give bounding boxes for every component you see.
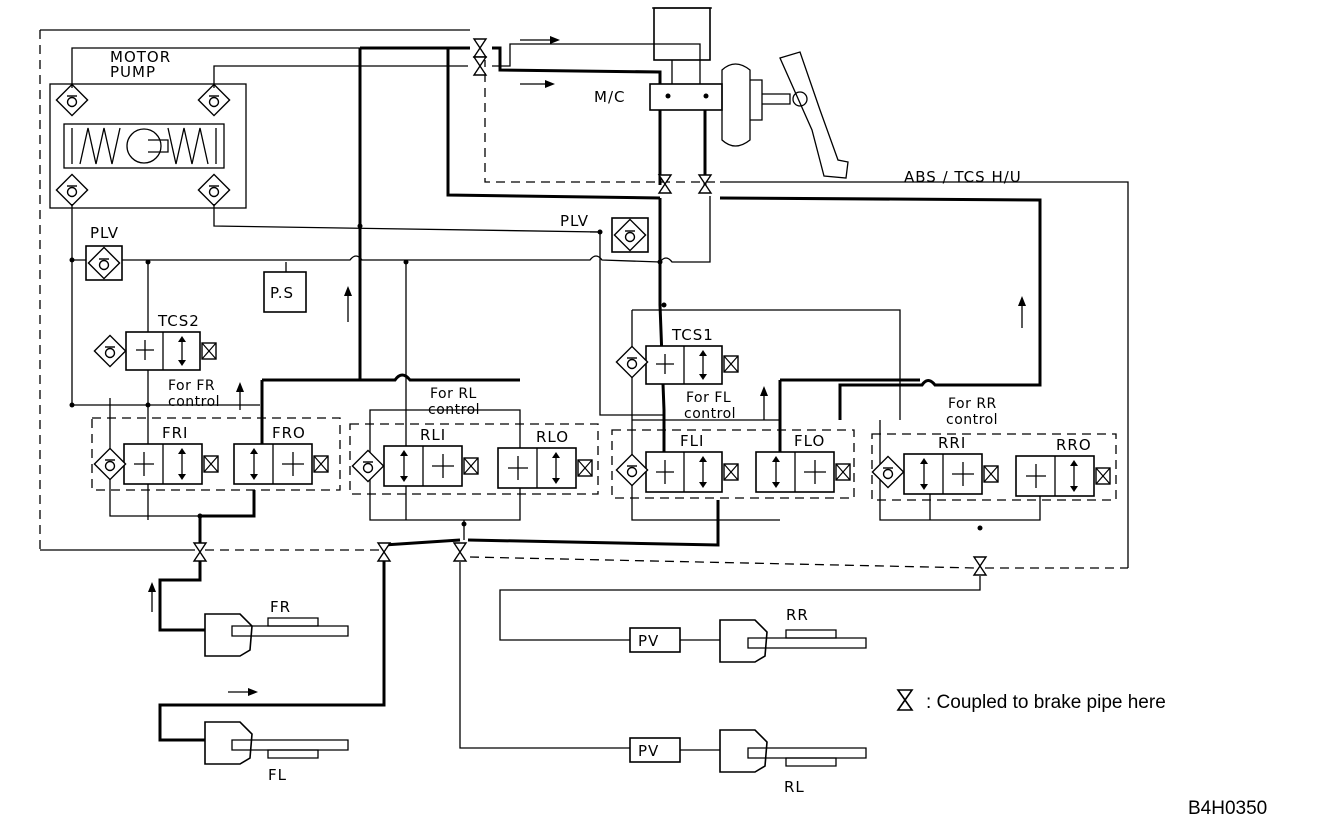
plv-left: PLV bbox=[85, 224, 123, 281]
rli-label: RLI bbox=[420, 426, 446, 444]
tcs1-valve: TCS1 bbox=[615, 326, 739, 385]
pv-rr-label: PV bbox=[638, 632, 659, 650]
flo-label: FLO bbox=[794, 432, 825, 450]
rro-valve: RRO bbox=[1015, 436, 1111, 497]
for-fl-label-2: control bbox=[684, 406, 736, 422]
plv-left-label: PLV bbox=[90, 224, 119, 242]
wheel-fr-label: FR bbox=[270, 598, 291, 616]
wheel-rr-label: RR bbox=[786, 606, 809, 624]
caliper-fl: FL bbox=[204, 721, 349, 784]
fli-label: FLI bbox=[680, 432, 704, 450]
hu-outline bbox=[39, 29, 1129, 569]
plv-right-label: PLV bbox=[560, 212, 589, 230]
fro-label: FRO bbox=[272, 424, 306, 442]
pv-rr: PV bbox=[629, 627, 720, 653]
mc-label: M/C bbox=[594, 88, 625, 106]
rri-valve: RRI bbox=[871, 434, 999, 495]
motor-pump: MOTOR PUMP bbox=[49, 48, 247, 209]
flo-valve: FLO bbox=[755, 432, 851, 493]
wheel-rl-label: RL bbox=[784, 778, 805, 796]
caliper-rr: RR bbox=[719, 606, 867, 663]
rlo-label: RLO bbox=[536, 428, 569, 446]
motor-pump-label-1: MOTOR bbox=[110, 48, 171, 66]
pressure-switch: P.S bbox=[263, 262, 307, 313]
rlo-valve: RLO bbox=[497, 428, 593, 489]
tcs1-label: TCS1 bbox=[671, 326, 714, 344]
master-cylinder-assembly: M/C bbox=[594, 7, 849, 179]
caliper-fr: FR bbox=[204, 598, 349, 657]
rro-label: RRO bbox=[1056, 436, 1092, 454]
for-rl-label-1: For RL bbox=[430, 386, 477, 402]
pv-rl: PV bbox=[629, 737, 720, 763]
for-rr-label-2: control bbox=[946, 412, 998, 428]
ps-label: P.S bbox=[270, 284, 294, 302]
fri-valve: FRI bbox=[93, 424, 219, 485]
wheel-fl-label: FL bbox=[268, 766, 287, 784]
for-fl-label-1: For FL bbox=[686, 390, 731, 406]
pv-rl-label: PV bbox=[638, 742, 659, 760]
for-rl-label-2: control bbox=[428, 402, 480, 418]
hu-label: ABS / TCS H/U bbox=[904, 168, 1022, 186]
caliper-rl: RL bbox=[719, 729, 867, 796]
tcs2-label: TCS2 bbox=[157, 312, 200, 330]
fri-label: FRI bbox=[162, 424, 188, 442]
legend-text: : Coupled to brake pipe here bbox=[926, 692, 1166, 713]
for-rr-label-1: For RR bbox=[948, 396, 997, 412]
fli-valve: FLI bbox=[615, 432, 739, 493]
motor-pump-label-2: PUMP bbox=[110, 63, 156, 81]
fro-valve: FRO bbox=[233, 424, 329, 485]
for-fr-label-1: For FR bbox=[168, 378, 215, 394]
plv-right: PLV bbox=[560, 212, 649, 253]
legend: : Coupled to brake pipe here bbox=[896, 689, 1166, 713]
tcs2-valve: TCS2 bbox=[93, 312, 217, 371]
figure-code: B4H0350 bbox=[1188, 798, 1267, 819]
coupling-legend-icon bbox=[896, 689, 914, 711]
for-fr-label-2: control bbox=[168, 394, 220, 410]
rri-label: RRI bbox=[938, 434, 966, 452]
rli-valve: RLI bbox=[351, 426, 479, 487]
